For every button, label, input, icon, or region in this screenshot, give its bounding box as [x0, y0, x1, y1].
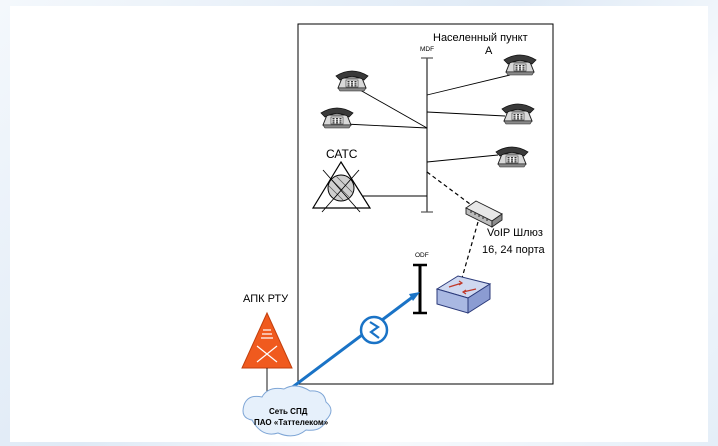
fiber-link: [285, 294, 415, 394]
gateway-switch-link: [461, 221, 479, 279]
gateway-icon: [465, 200, 503, 228]
telephone-icon: [335, 70, 369, 92]
settlement-name: Населенный пункт: [433, 32, 528, 44]
mdf-label: MDF: [420, 46, 434, 53]
telephone-icon: [320, 107, 354, 129]
pbx-label: САТС: [326, 147, 358, 161]
settlement-letter: А: [485, 45, 493, 57]
optical-modem-icon: [359, 315, 389, 345]
cloud-label-line2: ПАО «Таттелеком»: [254, 418, 329, 427]
mdf-gateway-link: [426, 171, 471, 205]
cloud-label-line1: Сеть СПД: [269, 407, 308, 416]
fiber-arrow: [409, 292, 420, 301]
odf-label: ODF: [415, 252, 429, 259]
telephone-icon: [501, 103, 535, 125]
telephone-icon: [495, 146, 529, 168]
telephone-icon: [503, 54, 537, 76]
switch-icon: [435, 275, 492, 314]
subscriber-lines: [344, 74, 511, 197]
gateway-label-line2: 16, 24 порта: [482, 244, 546, 256]
cloud-icon: [242, 385, 332, 437]
apk-rtu-label: АПК РТУ: [243, 293, 289, 305]
apk-rtu-icon: [241, 311, 293, 369]
pbx-icon: [311, 160, 372, 213]
gateway-label-line1: VoIP Шлюз: [487, 227, 543, 239]
